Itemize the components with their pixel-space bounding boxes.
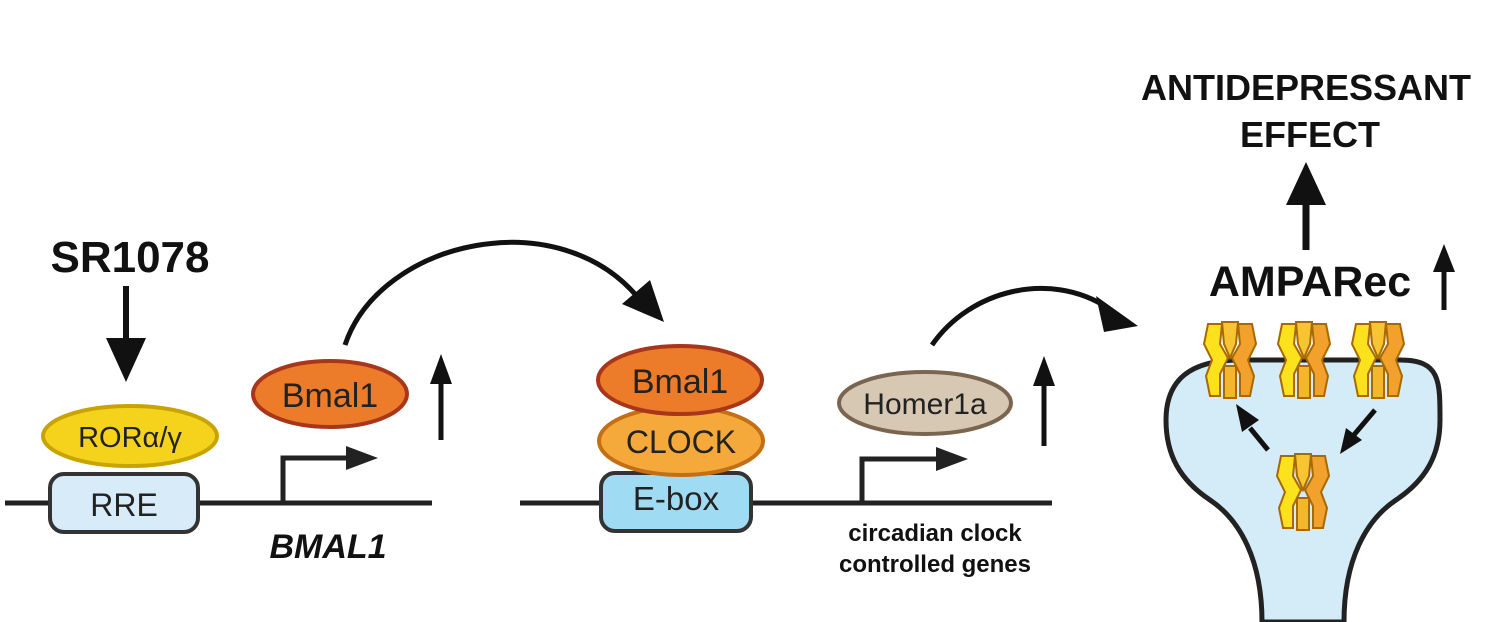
ampa-receptor-internal <box>1276 453 1330 531</box>
clock-protein-oval: CLOCK <box>597 405 765 477</box>
bmal1-promoter-arrow <box>280 446 378 503</box>
ampa-receptor-membrane-1 <box>1203 321 1257 399</box>
homer1a-protein-oval: Homer1a <box>837 370 1013 436</box>
bmal1-label-middle: Bmal1 <box>632 363 728 401</box>
rre-label: RRE <box>90 487 158 523</box>
trafficking-arrow-up <box>1236 404 1270 452</box>
clock-label: CLOCK <box>626 424 736 460</box>
homer1a-label: Homer1a <box>863 388 987 421</box>
effect-up-arrow <box>1286 162 1326 250</box>
homer1a-up-arrow <box>1033 356 1055 446</box>
ebox-label: E-box <box>633 480 720 517</box>
ebox-element: E-box <box>599 471 753 533</box>
ampa-label: AMPARec <box>1209 258 1411 306</box>
rre-element: RRE <box>48 472 200 534</box>
bmal1-protein-oval-left: Bmal1 <box>251 359 409 429</box>
bmal1-protein-oval-middle: Bmal1 <box>596 344 764 416</box>
effect-label-line1: ANTIDEPRESSANT <box>1141 67 1471 108</box>
gene-label-bmal1: BMAL1 <box>269 528 386 566</box>
ampa-receptor-membrane-2 <box>1277 321 1331 399</box>
curved-arrow-left <box>342 240 664 346</box>
ampa-up-arrow <box>1433 244 1455 310</box>
effect-label-line2: EFFECT <box>1240 114 1380 155</box>
drug-to-receptor-arrow <box>106 286 146 382</box>
curved-arrow-right <box>929 285 1138 347</box>
ror-receptor-oval: RORα/γ <box>41 404 219 468</box>
ampa-receptor-membrane-3 <box>1351 321 1405 399</box>
trafficking-arrow-down <box>1340 408 1377 454</box>
ccg-label-line2: controlled genes <box>839 551 1031 578</box>
ccg-promoter-arrow <box>859 447 968 503</box>
bmal1-label-left: Bmal1 <box>282 377 378 415</box>
ror-label: RORα/γ <box>78 422 182 454</box>
ccg-label-line1: circadian clock <box>848 520 1022 547</box>
drug-label-sr1078: SR1078 <box>50 233 209 282</box>
bmal1-up-arrow <box>430 354 452 440</box>
